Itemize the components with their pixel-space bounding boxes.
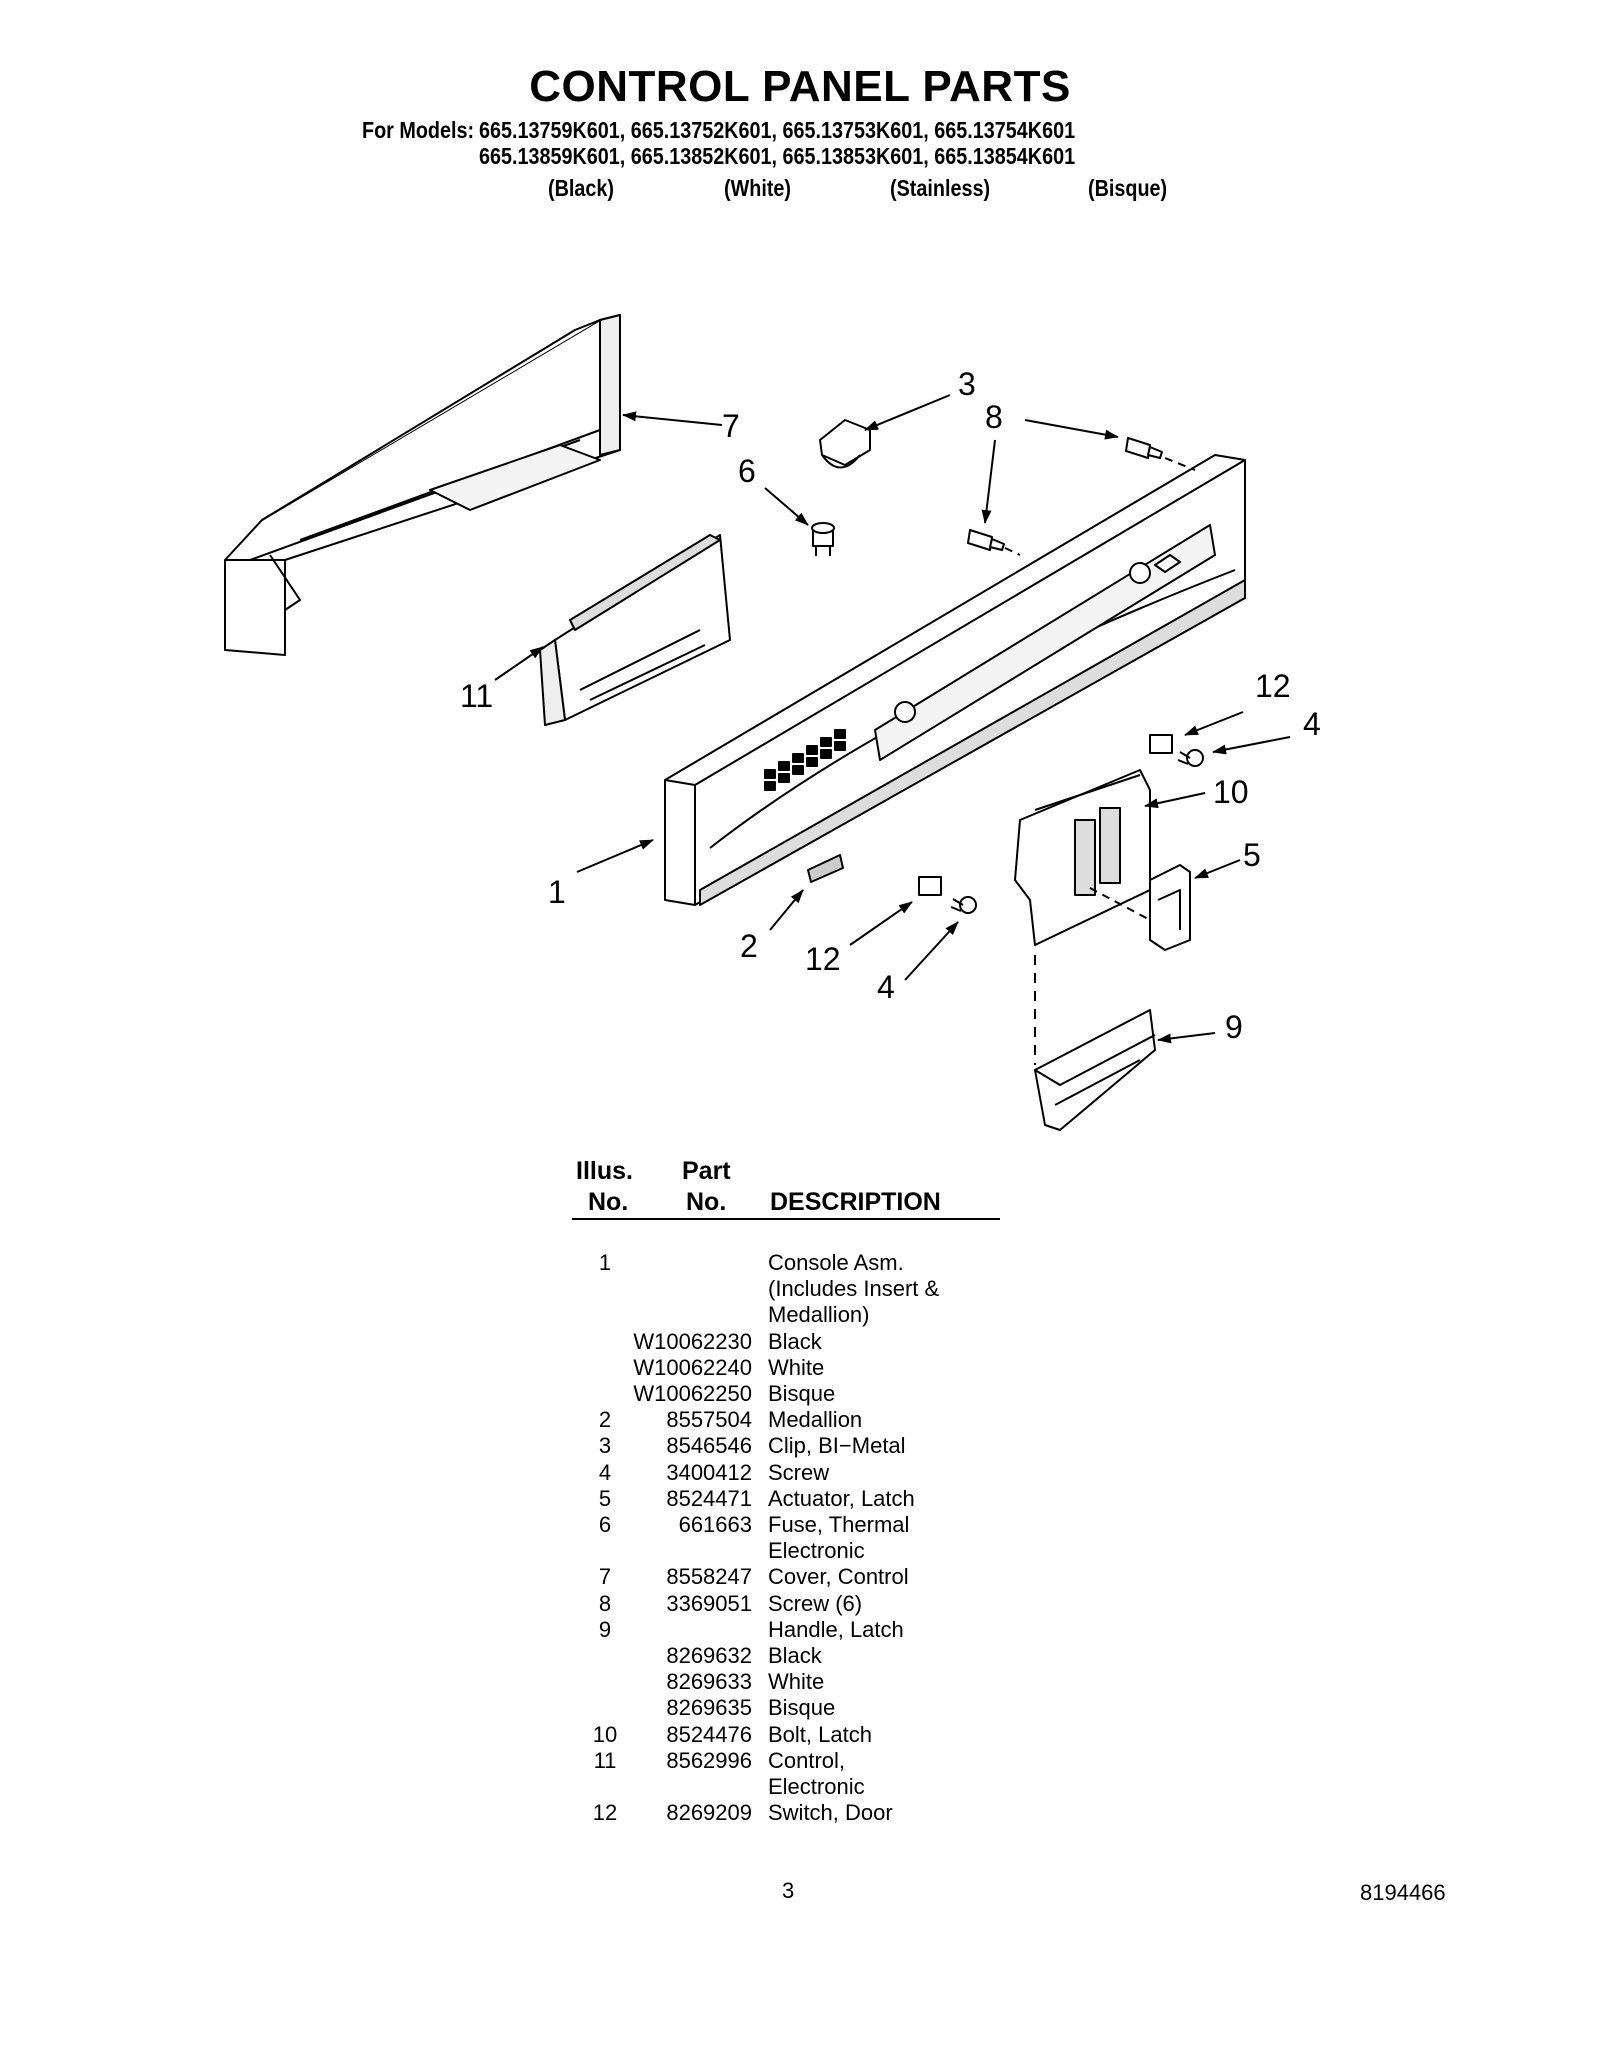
color-bisque: (Bisque)	[1088, 175, 1168, 201]
callout-12-lower: 12	[805, 941, 841, 977]
illus-number: 1	[598, 1250, 612, 1275]
console-assembly-part	[664, 454, 1246, 906]
door-switch-part-a	[1149, 734, 1173, 754]
color-black: (Black)	[548, 175, 614, 201]
header-part-top: Part	[682, 1157, 731, 1185]
latch-bolt-part	[1014, 769, 1151, 946]
callout-4-upper: 4	[1303, 706, 1321, 742]
part-description: Electronic	[768, 1538, 865, 1564]
screw-part-8b	[967, 529, 1005, 551]
callout-8: 8	[985, 399, 1003, 435]
part-description: Handle, Latch	[768, 1616, 904, 1642]
control-cover-part	[224, 314, 621, 656]
callout-1: 1	[548, 874, 566, 910]
part-number: 8546546	[666, 1433, 752, 1459]
part-description: Console Asm.	[768, 1250, 904, 1275]
part-number: 661663	[678, 1512, 752, 1537]
illus-number: 9	[598, 1616, 612, 1642]
electronic-control-part	[539, 534, 731, 726]
part-number: 3369051	[666, 1590, 752, 1616]
part-number: 8524471	[666, 1485, 752, 1511]
illus-number: 11	[593, 1747, 617, 1773]
callout-5: 5	[1243, 837, 1261, 873]
illus-number: 10	[592, 1721, 618, 1747]
callout-2: 2	[740, 928, 758, 964]
part-description: Bisque	[768, 1695, 836, 1721]
thermal-fuse-part	[811, 522, 835, 556]
door-switch-part-b	[918, 876, 942, 896]
screw-part-8a	[1125, 437, 1163, 459]
callout-4-lower: 4	[877, 969, 895, 1005]
callout-11: 11	[460, 678, 493, 714]
part-description: Black	[768, 1328, 822, 1354]
exploded-parts-diagram: 1 2 3 4 4 5 6 7 8 9 10 11 12 12	[224, 314, 1321, 1131]
illus-number: 6	[598, 1512, 612, 1537]
header-part-bottom: No.	[686, 1188, 727, 1216]
illus-number: 8	[598, 1590, 612, 1616]
part-description: Black	[768, 1643, 822, 1668]
model-list: For Models:665.13759K601, 665.13752K601,…	[362, 117, 1075, 169]
header-divider	[572, 1218, 1000, 1220]
callout-7: 7	[722, 408, 740, 444]
part-number: 8562996	[666, 1747, 752, 1773]
part-description: Screw (6)	[768, 1590, 863, 1616]
part-description: Electronic	[768, 1774, 865, 1799]
latch-actuator-part	[1149, 864, 1191, 951]
medallion-part	[807, 854, 844, 883]
illus-number: 2	[598, 1407, 612, 1433]
part-description: Switch, Door	[768, 1800, 893, 1826]
part-number: 8269635	[666, 1695, 752, 1721]
part-description: Bisque	[768, 1381, 836, 1406]
part-description: Screw	[768, 1459, 830, 1485]
screw-part-4a	[1177, 749, 1204, 767]
part-description: (Includes Insert &	[768, 1276, 940, 1302]
part-number: 8524476	[666, 1721, 752, 1747]
models-line-2: 665.13859K601, 665.13852K601, 665.13853K…	[478, 143, 1076, 169]
models-line-1: 665.13759K601, 665.13752K601, 665.13753K…	[478, 117, 1076, 143]
callout-12-upper: 12	[1255, 668, 1291, 704]
part-number: W10062230	[633, 1328, 752, 1354]
part-description: Actuator, Latch	[768, 1485, 915, 1511]
callout-6: 6	[738, 453, 756, 489]
illus-number: 12	[592, 1800, 618, 1826]
part-description: White	[768, 1354, 825, 1380]
part-description: Control,	[768, 1747, 846, 1773]
part-number: 8557504	[666, 1407, 752, 1433]
part-description: White	[768, 1669, 825, 1695]
illus-number: 7	[598, 1564, 612, 1590]
part-description: Cover, Control	[768, 1564, 909, 1590]
part-number: 8558247	[666, 1564, 752, 1590]
illus-number: 5	[598, 1485, 612, 1511]
part-description: Medallion	[768, 1407, 863, 1433]
illus-number: 3	[598, 1433, 612, 1459]
part-description: Fuse, Thermal	[768, 1512, 910, 1537]
part-number: 8269632	[666, 1643, 752, 1668]
part-number: 8269209	[666, 1800, 752, 1826]
callout-3: 3	[958, 366, 976, 402]
header-illus-top: Illus.	[576, 1157, 633, 1185]
part-number: W10062250	[633, 1381, 752, 1406]
part-number: W10062240	[633, 1354, 752, 1380]
part-number: 8269633	[666, 1669, 752, 1695]
models-label: For Models:	[362, 117, 475, 143]
header-description: DESCRIPTION	[770, 1188, 941, 1216]
screw-part-4b	[950, 896, 977, 914]
color-stainless: (Stainless)	[890, 175, 991, 201]
latch-handle-part	[1034, 1009, 1156, 1131]
document-number: 8194466	[1360, 1880, 1446, 1905]
part-number: 3400412	[666, 1459, 752, 1485]
color-white: (White)	[724, 175, 792, 201]
illus-number: 4	[598, 1459, 612, 1485]
part-description: Medallion)	[768, 1302, 870, 1328]
page-title: CONTROL PANEL PARTS	[529, 62, 1071, 111]
header-illus-bottom: No.	[588, 1188, 629, 1216]
part-description: Clip, BI−Metal	[768, 1433, 906, 1459]
bimetal-clip-part	[819, 419, 871, 469]
callout-9: 9	[1225, 1009, 1243, 1045]
page-number: 3	[782, 1878, 795, 1903]
callout-10: 10	[1213, 774, 1249, 810]
part-description: Bolt, Latch	[768, 1721, 872, 1747]
